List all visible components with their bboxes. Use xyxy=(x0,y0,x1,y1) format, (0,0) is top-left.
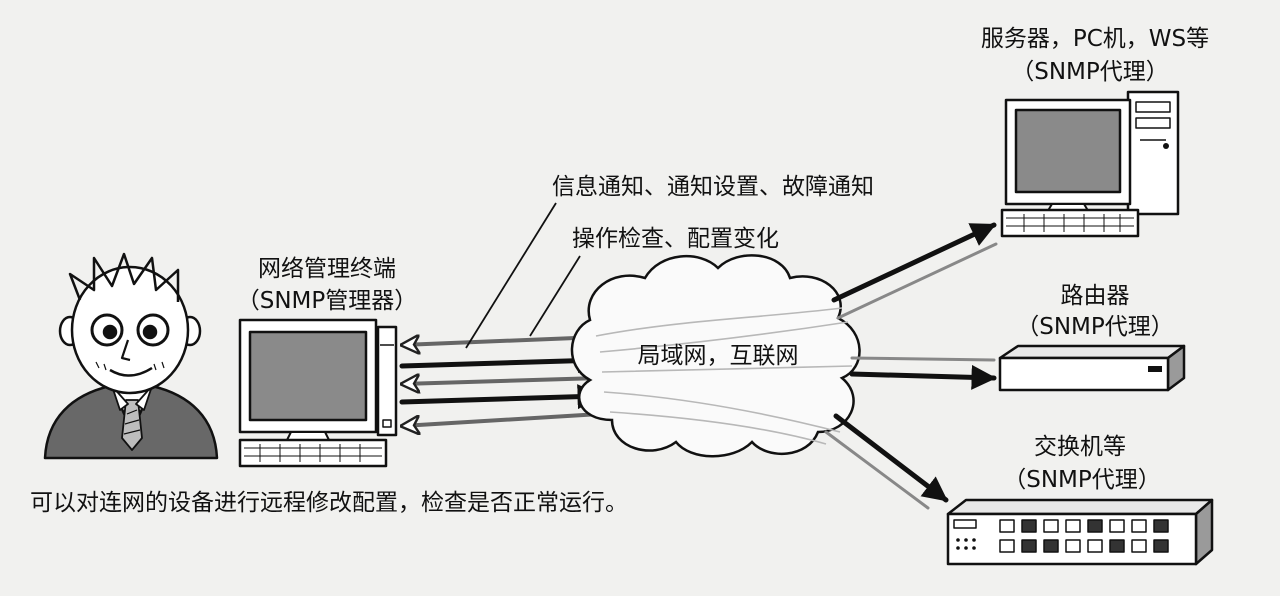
router-role-label: （SNMP代理） xyxy=(1016,314,1174,340)
network-cloud-icon xyxy=(570,254,861,458)
server-icon xyxy=(1000,90,1180,238)
server-name-label: 服务器，PC机，WS等 xyxy=(980,26,1210,52)
manager-name-label: 网络管理终端 xyxy=(258,256,396,282)
switch-role-label: （SNMP代理） xyxy=(1003,467,1161,493)
switch-icon xyxy=(946,498,1214,566)
router-icon xyxy=(998,344,1186,392)
manager-role-label: （SNMP管理器） xyxy=(236,288,418,314)
message-label-line1: 信息通知、通知设置、故障通知 xyxy=(552,174,874,200)
router-name-label: 路由器 xyxy=(1060,283,1130,309)
diagram-caption: 可以对连网的设备进行远程修改配置，检查是否正常运行。 xyxy=(30,490,628,516)
message-label-line2: 操作检查、配置变化 xyxy=(572,226,779,252)
message-leader-line-1 xyxy=(465,202,557,349)
administrator-icon xyxy=(43,252,219,460)
server-role-label: （SNMP代理） xyxy=(1011,59,1169,85)
network-label: 局域网，互联网 xyxy=(637,343,799,369)
switch-name-label: 交换机等 xyxy=(1034,434,1126,460)
message-leader-line-2 xyxy=(529,255,581,337)
management-terminal-icon xyxy=(238,318,398,468)
traffic-arrows-right xyxy=(824,222,998,510)
traffic-arrows-left xyxy=(402,337,603,426)
